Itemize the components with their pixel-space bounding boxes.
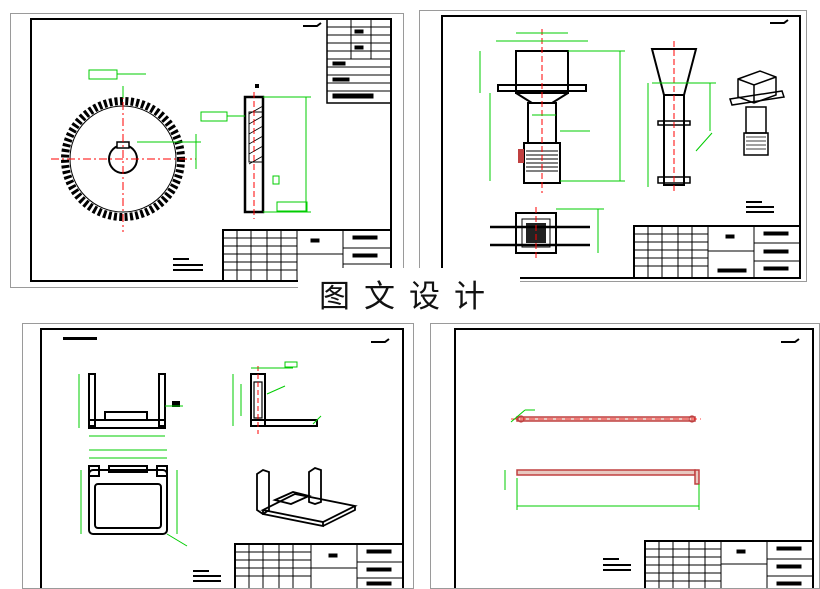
gear-dimensions <box>88 69 201 169</box>
front-dimensions <box>78 374 183 437</box>
drawing-border <box>454 328 814 588</box>
drawing-number-top <box>63 337 97 340</box>
gear-front-view <box>51 69 201 232</box>
corner-mark <box>371 338 390 343</box>
gear-side-section <box>200 84 311 219</box>
drawing-border <box>441 15 801 279</box>
notes-text-block <box>193 570 221 582</box>
notes-text-block <box>603 558 631 571</box>
hopper-side-view <box>647 41 716 191</box>
upper-dimensions <box>510 409 535 423</box>
side-dimensions <box>647 82 716 187</box>
hopper-drawing-canvas <box>441 15 801 279</box>
side-dimensions <box>232 361 322 426</box>
caption-label: 图文设计 <box>298 268 520 318</box>
notes-text-block <box>173 258 203 271</box>
sheet-hopper-drawing <box>419 10 807 282</box>
top-dimensions <box>80 449 188 547</box>
sheet-rod-drawing <box>430 323 820 589</box>
hopper-top-view <box>490 207 604 261</box>
parameter-table <box>326 18 392 104</box>
section-dimensions <box>200 96 311 213</box>
bracket-top-view <box>80 449 188 547</box>
corner-mark <box>781 338 800 343</box>
gear-drawing-canvas <box>30 18 392 282</box>
lower-dimensions <box>504 470 700 510</box>
bracket-isometric <box>256 467 358 528</box>
drawing-border <box>40 328 404 588</box>
corner-mark <box>770 19 789 24</box>
title-block <box>644 540 814 588</box>
drawing-border <box>30 18 392 282</box>
bracket-drawing-canvas <box>40 328 404 588</box>
rod-drawing-canvas <box>454 328 814 588</box>
top-dimensions <box>556 208 604 253</box>
rod-upper-view <box>510 409 701 423</box>
bracket-side-view <box>232 361 322 434</box>
front-dimensions <box>479 32 625 182</box>
bracket-front-view <box>78 373 183 437</box>
sheet-bracket-drawing <box>22 323 414 589</box>
hopper-isometric <box>729 70 785 156</box>
title-block <box>633 225 801 279</box>
hopper-front-view <box>479 29 625 193</box>
title-block <box>234 543 404 588</box>
notes-text-block <box>746 201 774 213</box>
corner-mark <box>303 22 322 27</box>
sheet-gear-drawing <box>10 13 404 288</box>
rod-lower-view <box>504 469 700 510</box>
